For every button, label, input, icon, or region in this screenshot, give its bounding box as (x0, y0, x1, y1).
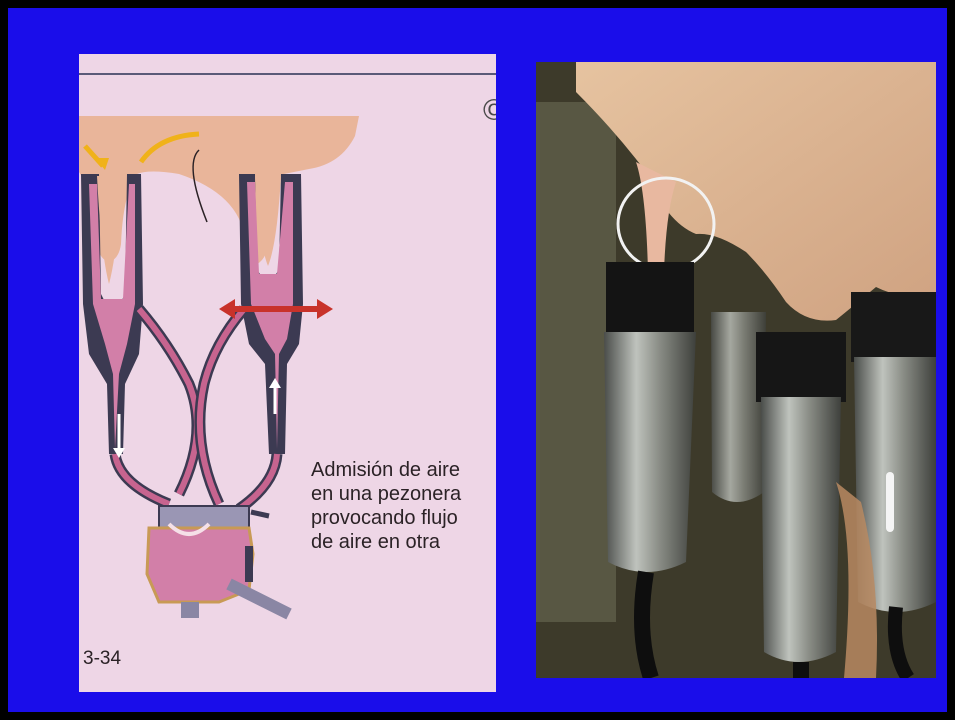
claw-valve (181, 602, 199, 618)
teatcup-left (604, 332, 696, 572)
teatcup-middle (761, 397, 841, 662)
milking-photo (536, 62, 936, 678)
teatcup-sight-glass (886, 472, 894, 532)
right-short-tube-outer (239, 454, 277, 509)
milk-hose-left (642, 572, 651, 678)
diagram-caption: Admisión de aire en una pezonera provoca… (311, 458, 491, 554)
teatcup-liner-mouth-right (851, 292, 936, 362)
teatcup-liner-mouth-middle (756, 332, 846, 402)
milking-photo-panel (536, 62, 936, 678)
teatcup-liner-mouth-left (606, 262, 694, 342)
left-short-tube-outer (115, 454, 169, 504)
air-admission-arrow-right-head (317, 299, 333, 319)
milking-diagram: © (79, 54, 496, 692)
right-milk-tube (200, 309, 244, 504)
figure-number: 3-34 (83, 648, 121, 670)
air-admission-arrow-left-head (219, 299, 235, 319)
long-milk-tube (229, 584, 289, 614)
stall-wall (536, 102, 616, 622)
left-milk-tube (139, 309, 197, 494)
milking-diagram-panel: © (79, 54, 496, 692)
copyright-mark: © (483, 94, 496, 127)
claw-side-nipple (251, 512, 269, 516)
claw-outlet-connector (245, 546, 253, 582)
